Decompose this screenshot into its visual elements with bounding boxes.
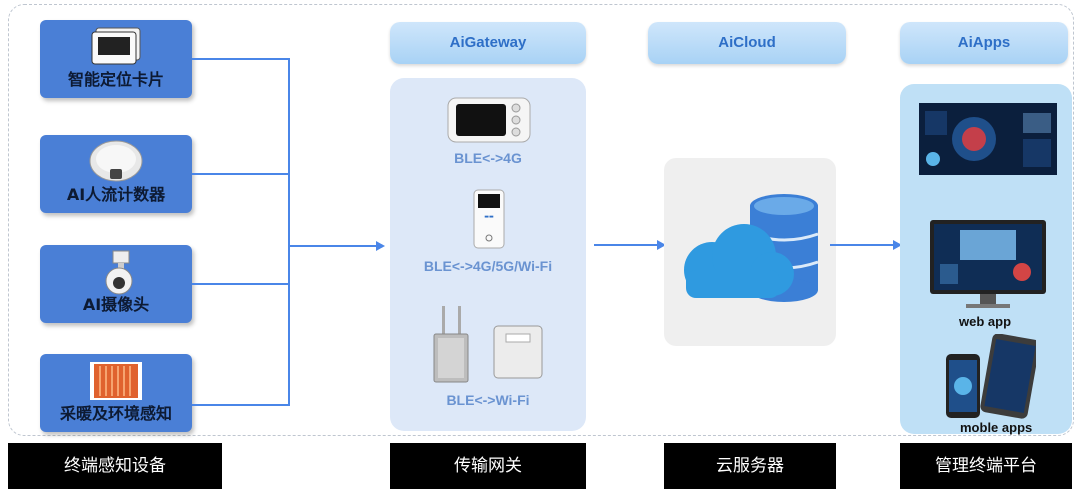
heater-sensor-icon — [90, 362, 142, 400]
web-app-caption: web app — [959, 314, 1012, 329]
diagram-frame — [8, 4, 1074, 436]
device-card-locator: 智能定位卡片 — [40, 20, 192, 98]
tablet-card-icon — [91, 27, 141, 65]
dashboard-screen-icon — [919, 103, 1057, 175]
arrow-to-gateway — [376, 241, 385, 251]
mobile-apps-caption: moble apps — [960, 420, 1033, 435]
gateway-4g-device-icon — [447, 97, 531, 143]
device-label: 采暖及环境感知 — [59, 404, 172, 423]
connector-line — [192, 404, 289, 406]
connector-line — [192, 283, 289, 285]
device-card-heater: 采暖及环境感知 — [40, 354, 192, 432]
header-gateway: AiGateway — [390, 22, 586, 64]
arrow-to-cloud — [657, 240, 666, 250]
cloud-database-icon — [684, 194, 819, 302]
people-counter-icon — [89, 140, 143, 182]
gateway-caption: BLE<->Wi-Fi — [446, 392, 530, 408]
connector-line — [288, 58, 290, 406]
connector-line — [594, 244, 658, 246]
web-app-monitor-icon — [930, 220, 1046, 308]
bottom-label-cloud: 云服务器 — [664, 443, 836, 489]
device-label: 智能定位卡片 — [67, 70, 164, 89]
gateway-caption: BLE<->4G — [454, 150, 522, 166]
header-apps: AiApps — [900, 22, 1068, 64]
header-cloud: AiCloud — [648, 22, 846, 64]
connector-line — [289, 245, 377, 247]
bottom-label-apps: 管理终端平台 — [900, 443, 1072, 489]
svg-text:▬▬: ▬▬ — [484, 214, 494, 220]
connector-line — [830, 244, 894, 246]
gateway-5g-device-icon: ▬▬ — [473, 189, 505, 249]
connector-line — [192, 58, 289, 60]
device-card-counter: AI人流计数器 — [40, 135, 192, 213]
gateway-caption: BLE<->4G/5G/Wi-Fi — [423, 258, 553, 274]
ptz-camera-icon — [105, 250, 133, 295]
bottom-label-gateway: 传输网关 — [390, 443, 586, 489]
mobile-apps-icon — [946, 334, 1036, 419]
device-label: AI人流计数器 — [66, 185, 166, 204]
connector-line — [192, 173, 289, 175]
gateway-wifi-device-icon — [433, 306, 543, 383]
device-label: AI摄像头 — [82, 295, 150, 314]
bottom-label-devices: 终端感知设备 — [8, 443, 222, 489]
device-card-camera: AI摄像头 — [40, 245, 192, 323]
arrow-to-apps — [893, 240, 902, 250]
